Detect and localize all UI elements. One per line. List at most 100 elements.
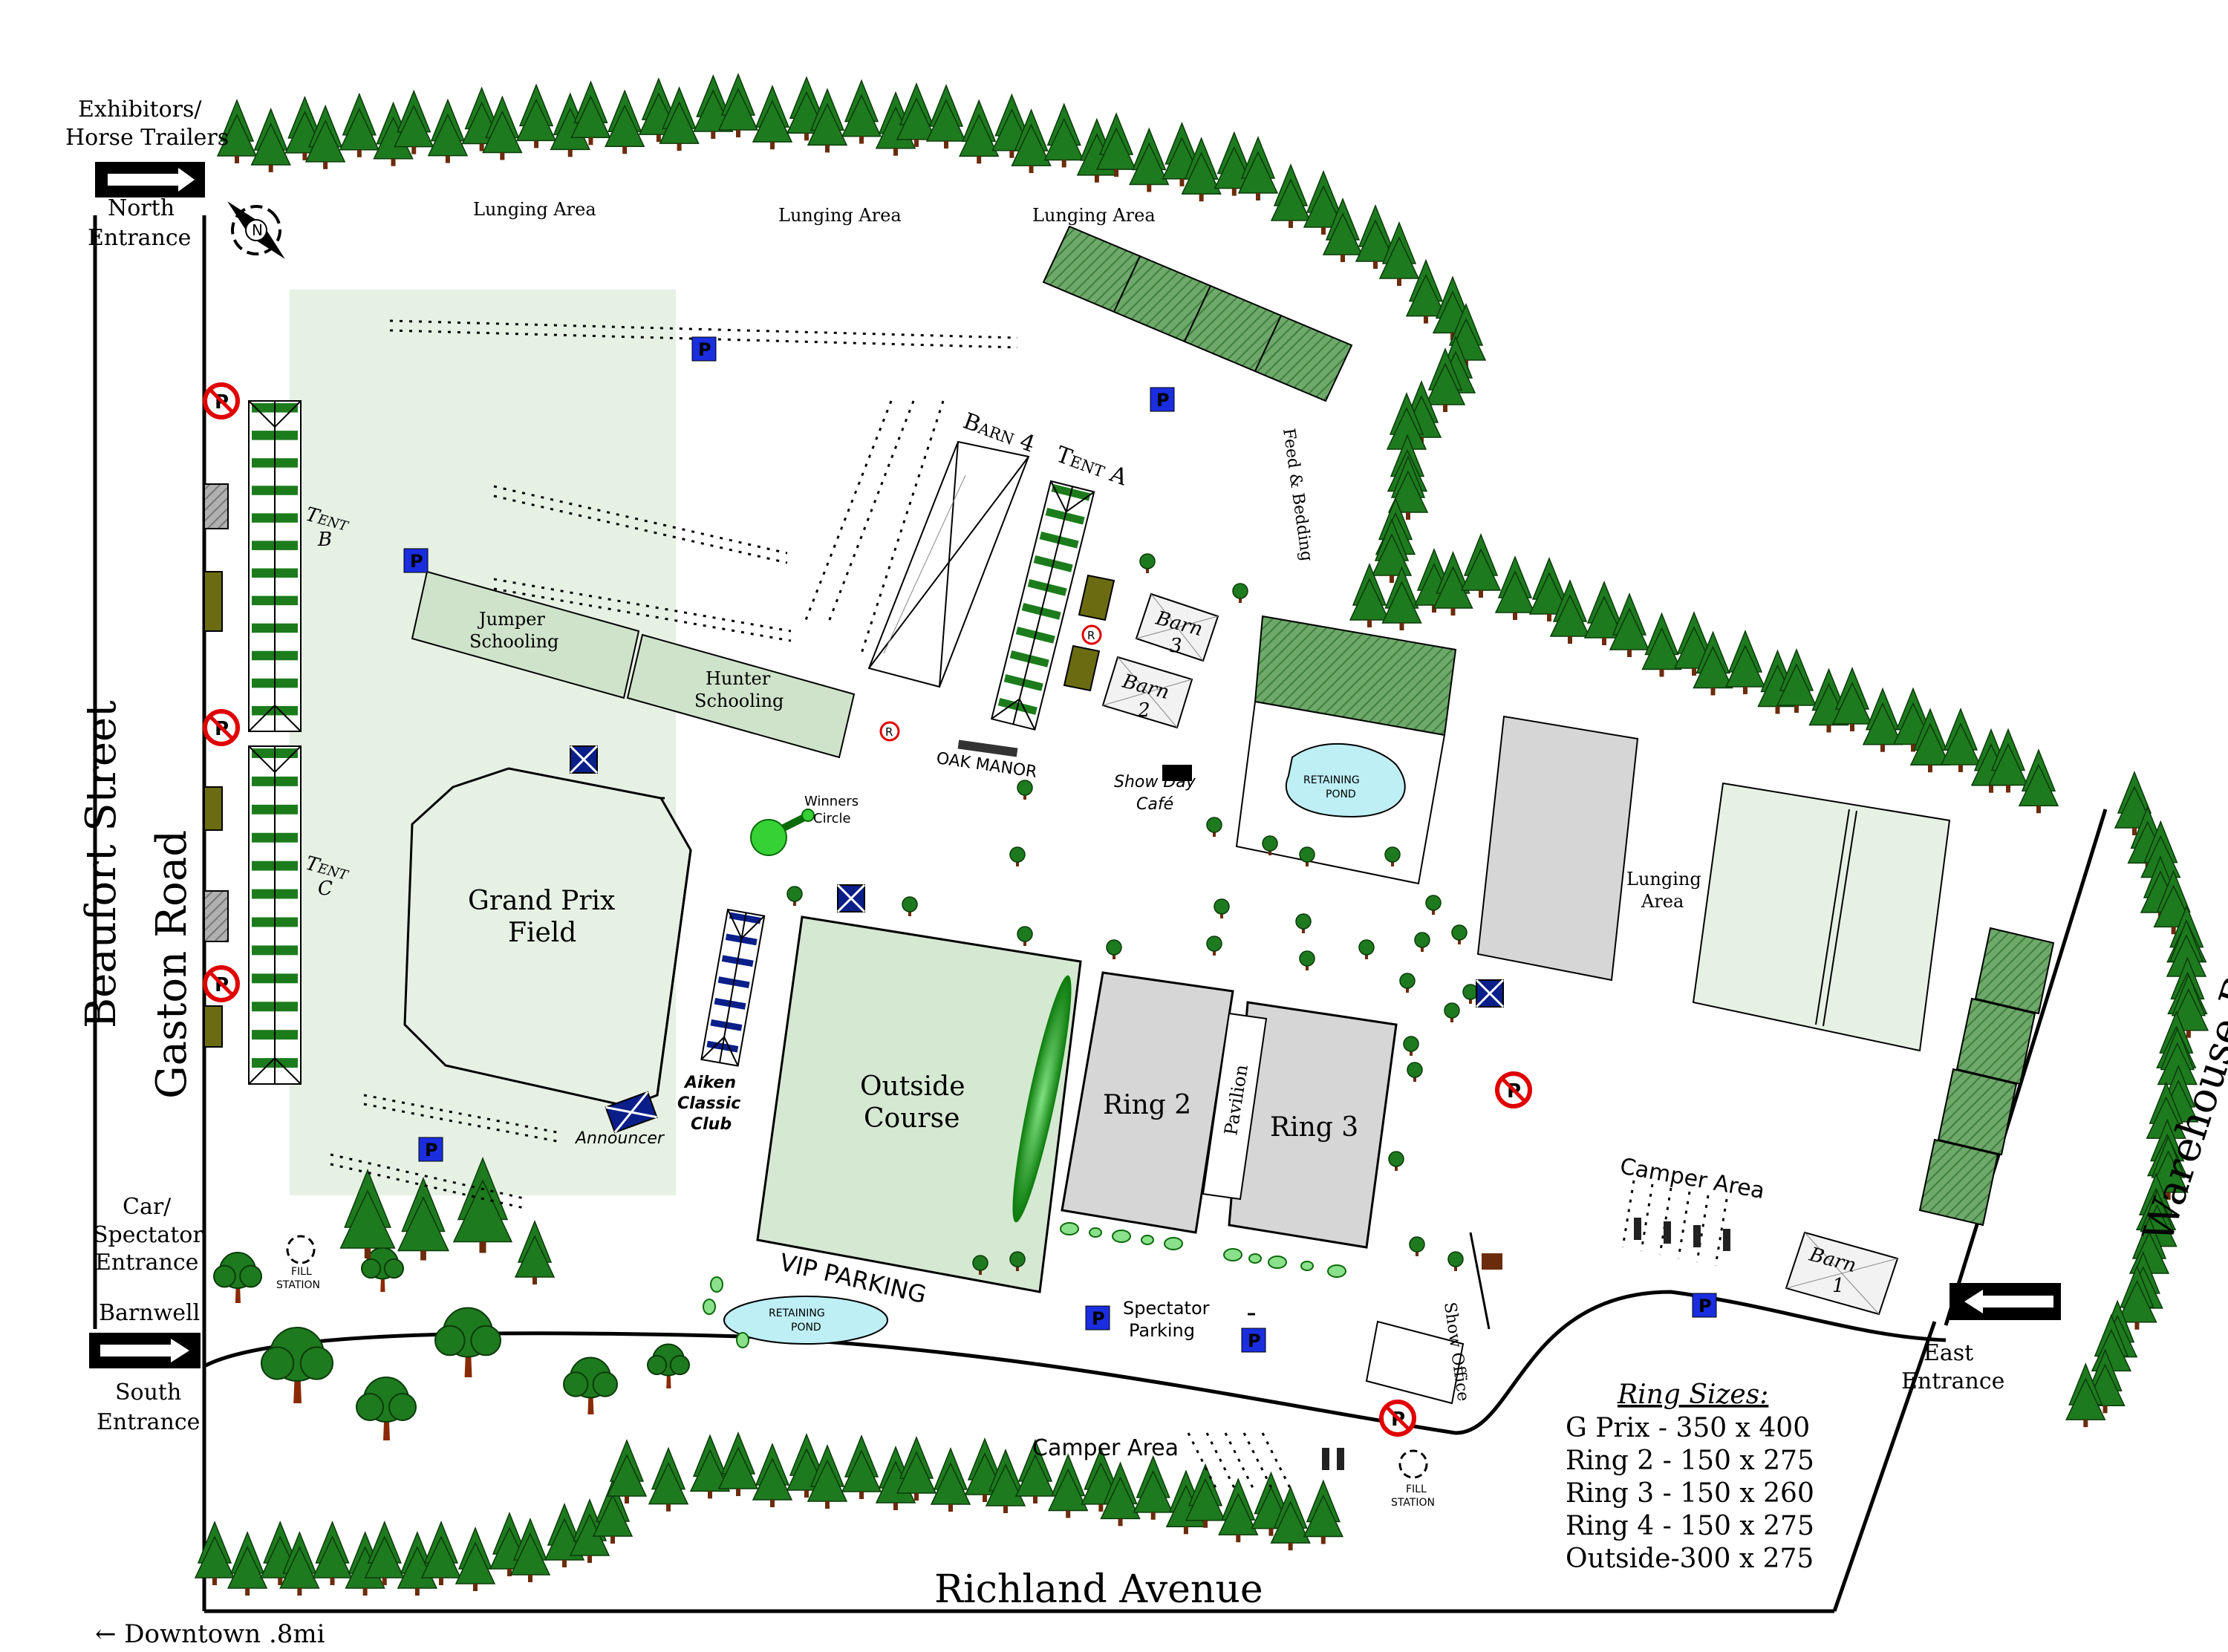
tree-icon (1444, 1002, 1460, 1022)
tree-icon (1399, 973, 1416, 993)
tree-icon (717, 1431, 759, 1496)
tree-icon (1447, 1251, 1464, 1271)
tree-icon (1862, 687, 1903, 752)
tree-icon (1403, 1036, 1419, 1056)
jumper-schooling (411, 570, 640, 699)
camper-area-label-2: Camper Area (1032, 1435, 1179, 1461)
tree-icon (339, 92, 380, 157)
tree-icon (364, 1520, 405, 1585)
svg-text:P: P (1156, 390, 1170, 411)
oak-manor-label: OAK MANOR (935, 749, 1038, 782)
tree-icon (1425, 895, 1442, 915)
legend-row: Ring 4 - 150 x 275 (1566, 1511, 1814, 1541)
tent-a-label: Tent A (1052, 442, 1130, 492)
north-entrance-label-1: Exhibitors/ (78, 97, 202, 123)
lunging-area-label-1: Lunging Area (473, 199, 596, 220)
tree-icon (1009, 846, 1026, 866)
lunging-area-label-4a: Lunging (1626, 869, 1701, 889)
legend-row: Ring 2 - 150 x 275 (1566, 1446, 1814, 1476)
fill-station-icon (286, 1235, 316, 1264)
tree-icon (1384, 846, 1401, 866)
tent (990, 480, 1095, 731)
tree-icon (807, 1443, 848, 1509)
grand-prix-label-1: Grand Prix (468, 886, 615, 916)
parking-icon: P (691, 336, 717, 362)
downtown-label: ← Downtown .8mi (95, 1619, 325, 1649)
barnwell-label: Barnwell (99, 1300, 200, 1326)
tree-icon (648, 1446, 689, 1512)
tree-icon (1407, 1062, 1423, 1082)
pond-north-label-2: POND (1326, 789, 1356, 800)
tree-icon (563, 1356, 618, 1414)
arrow-icon (89, 1333, 201, 1368)
tree-icon (902, 896, 918, 916)
tree-icon (434, 1307, 502, 1377)
tree-icon (1528, 556, 1570, 621)
barn-2-label-2: 2 (1137, 699, 1150, 722)
tree-icon (1095, 112, 1137, 177)
tree-icon (659, 86, 700, 151)
tree-icon (752, 1442, 793, 1507)
tree-icon (509, 1517, 551, 1582)
tree-icon (1129, 127, 1170, 192)
cafe-label-2: Café (1136, 795, 1173, 814)
small-trees (786, 553, 1479, 1275)
tree-icon (1405, 258, 1447, 324)
east-entrance-label-2: Entrance (1901, 1368, 2004, 1394)
tree-icon (1987, 728, 2029, 793)
tree-icon (356, 1377, 417, 1440)
no-parking-icon: P (203, 709, 240, 746)
parking-icon: P (403, 548, 429, 573)
retaining-pond-north (1285, 742, 1406, 818)
spectator-parking-label-1: Spectator (1123, 1298, 1210, 1319)
fill-station-icon (1398, 1449, 1428, 1479)
aiken-label-1: Aiken (683, 1074, 736, 1092)
tree-icon (1017, 780, 1033, 800)
tree-icon (1371, 518, 1413, 583)
ring-sizes-legend: Ring Sizes: G Prix - 350 x 400 Ring 2 - … (1566, 1380, 1814, 1574)
parking-rows (330, 319, 1728, 1493)
tree-border (194, 72, 2209, 1596)
tree-icon (1017, 926, 1033, 946)
tree-icon (2018, 748, 2059, 814)
legend-title: Ring Sizes: (1617, 1380, 1768, 1410)
tree-icon (896, 1435, 937, 1501)
show-office (1365, 1320, 1465, 1405)
tent-c-label-2: C (318, 878, 333, 900)
barn-3-label-2: 3 (1170, 635, 1182, 657)
hedge (1012, 975, 1072, 1223)
tree-icon (985, 1448, 1026, 1513)
outside-course-label-1: Outside (860, 1071, 965, 1102)
lunging-ring-gray (1476, 715, 1639, 982)
tree-icon (1776, 647, 1817, 713)
tree-icon (514, 1219, 556, 1284)
tree-icon (1424, 347, 1466, 412)
tree-icon (1270, 1486, 1311, 1551)
svg-text:P: P (1698, 1296, 1712, 1316)
tree-icon (1100, 1461, 1141, 1527)
north-entrance-label-3: North (108, 195, 175, 221)
south-entrance-label-1: South (115, 1380, 181, 1405)
restroom-icon: R (879, 721, 900, 742)
pond-south-label-1: RETAINING (769, 1307, 825, 1319)
tree-icon (841, 1434, 882, 1499)
tree-icon (1218, 1478, 1259, 1543)
tree-icon (925, 83, 967, 148)
tree-icon (1358, 939, 1375, 959)
tree-icon (304, 104, 346, 169)
tree-icon (1641, 612, 1682, 677)
hunter-label-1: Hunter (706, 668, 771, 689)
tree-icon (958, 99, 1000, 164)
parking-icon: P (418, 1137, 443, 1162)
tree-icon (397, 1176, 449, 1261)
tree-icon (841, 79, 882, 144)
barn-1 (1785, 1231, 1899, 1316)
tree-icon (1451, 924, 1468, 944)
roadside-blocks (203, 483, 1115, 1048)
hunter-label-2: Schooling (694, 690, 784, 711)
tree-icon (1322, 197, 1364, 262)
legend-row: Ring 3 - 150 x 260 (1566, 1478, 1814, 1509)
grand-prix-label-2: Field (508, 918, 576, 948)
tree-icon (1181, 137, 1222, 202)
